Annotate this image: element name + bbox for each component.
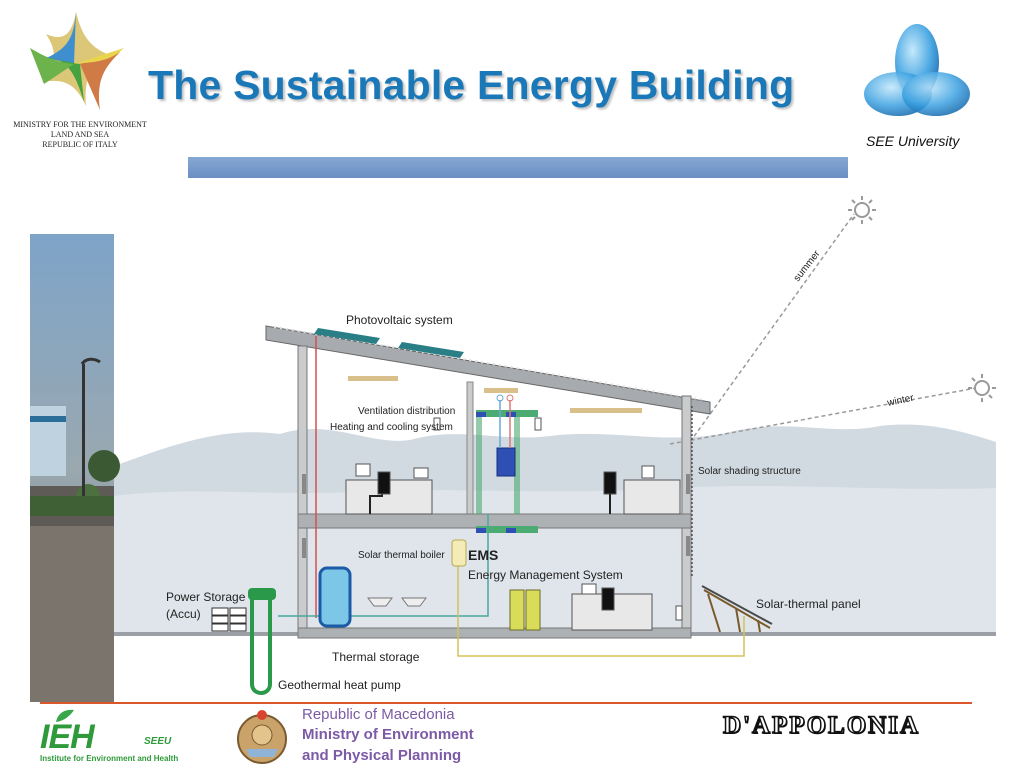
floor-slab [297,513,692,529]
accu-label: (Accu) [166,607,201,621]
solar-boiler-label: Solar thermal boiler [358,550,445,561]
thermal-storage-label: Thermal storage [332,650,420,664]
leaf-icon [56,709,74,722]
solar-panel-label: Solar-thermal panel [756,597,861,611]
ground-slab [297,627,692,639]
summer-label: summer [792,248,823,284]
ministry-line-1: MINISTRY FOR THE ENVIRONMENT [13,120,147,129]
ventilation-label: Ventilation distribution [358,406,455,417]
ems-label: EMS [468,547,498,563]
macedonia-planning: and Physical Planning [302,747,462,764]
see-university-caption: SEE University [866,133,960,149]
center-column [466,381,474,515]
ems-cabinet [509,589,541,631]
solar-thermal-boiler [451,539,467,567]
photovoltaic-label: Photovoltaic system [346,313,453,327]
ventilation-ducts [476,394,538,533]
geothermal-loop [250,598,272,695]
roof [265,325,711,415]
photovoltaic-panels [314,328,464,358]
ministry-line-2: LAND AND SEA [50,130,110,139]
lower-desk [571,583,683,631]
solar-shading-label: Solar shading structure [698,466,801,477]
ieh-seeu: SEEU [144,736,172,747]
italy-ministry-logo: MINISTRY FOR THE ENVIRONMENT LAND AND SE… [0,8,160,158]
ieh-wordmark-icon: IEH [40,718,95,756]
sinks [367,597,427,607]
ems-full-label: Energy Management System [468,568,623,582]
footer-divider [40,702,972,704]
dappolonia-logo: D'APPOLONIA [722,711,920,740]
star-logo-icon [30,12,124,110]
solar-thermal-panel [701,585,773,633]
yellow-pipe [457,548,745,657]
ieh-caption: Institute for Environment and Health [40,754,179,763]
upper-desk-right [603,465,681,515]
upper-desk-left [345,463,433,515]
winter-sun-ray [669,387,977,445]
ministry-line-3: REPUBLIC OF ITALY [42,140,118,149]
slide-title: The Sustainable Energy Building [148,62,795,108]
macedonia-republic: Republic of Macedonia [302,706,455,723]
heating-cooling-unit [496,447,516,477]
summer-sun-icon [848,196,876,224]
power-storage-label: Power Storage [166,590,246,604]
see-university-logo-icon [864,24,970,116]
ieh-logo: IEH SEEU Institute for Environment and H… [38,706,198,766]
macedonia-ministry: Ministry of Environment [302,726,474,743]
title-underline-bar [188,157,848,178]
street-photo [30,234,120,702]
macedonia-emblem-icon [237,710,287,764]
summer-sun-ray [689,213,855,443]
building-diagram: summer winter [30,196,996,702]
geothermal-label: Geothermal heat pump [278,678,401,692]
thermal-storage-tank [318,566,352,628]
power-storage-battery [211,607,247,632]
winter-sun-icon [968,374,996,402]
heating-cooling-label: Heating and cooling system [330,422,453,433]
winter-label: winter [885,392,915,409]
